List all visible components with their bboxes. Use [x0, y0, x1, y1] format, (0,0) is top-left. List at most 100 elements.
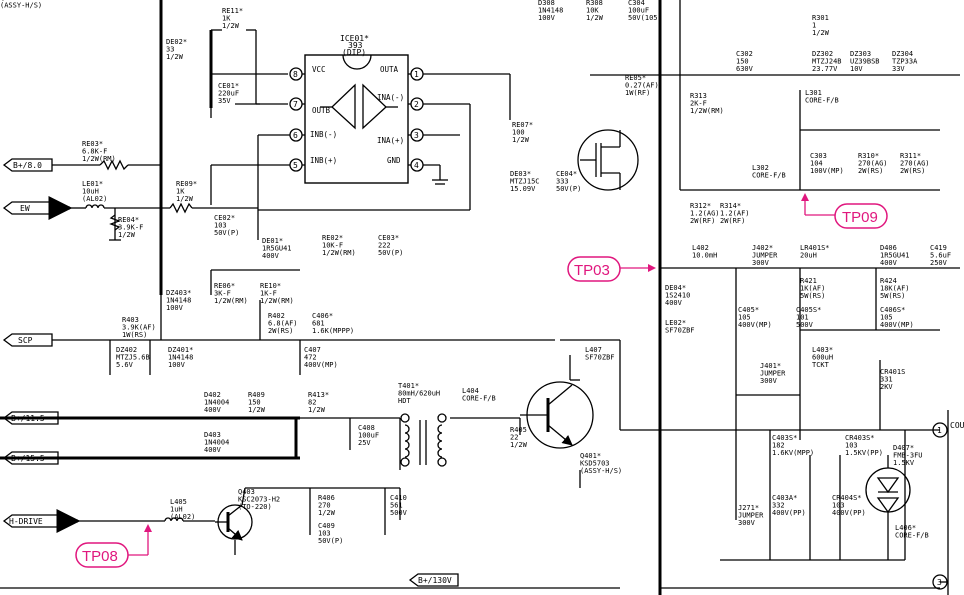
part-label-dz401: 1N4148: [168, 354, 193, 362]
part-label-d407: FMB-3FU: [893, 452, 923, 460]
part-label-dz302: 23.77V: [812, 65, 838, 73]
part-label-c405s: 500V: [796, 321, 814, 329]
part-label-r421: 1K(AF): [800, 285, 825, 293]
ic-ice01: ICE01* 393 (DIP) VCC OUTA OUTB INA(-) IN…: [289, 34, 424, 184]
ic-pin-ina-m: INA(-): [377, 93, 404, 102]
connectors: 1 COU 3: [932, 421, 964, 590]
part-label-c407: C407: [304, 346, 321, 354]
part-label-cr403s: CR403S*: [845, 434, 875, 442]
part-label-r406: 1/2W: [318, 509, 336, 517]
part-label-re02: 10K-F: [322, 242, 343, 250]
part-label-c303: C303: [810, 152, 827, 160]
signal-b115: B+/11.5: [11, 414, 45, 423]
part-label-r403: 3.9K(AF): [122, 324, 156, 332]
part-label-re05: 1W(RF): [625, 89, 650, 97]
part-label-r424: 18K(AF): [880, 285, 910, 293]
part-label-c406: 1.6K(MPPP): [312, 327, 354, 335]
part-label-c303: 100V(MP): [810, 167, 844, 175]
part-label-cr403s: 103: [845, 442, 858, 450]
part-label-re05: 0.27(AF): [625, 82, 659, 90]
part-label-l406: CORE-F/B: [895, 532, 929, 540]
part-label-r402: R402: [268, 312, 285, 320]
conn-1: 1: [937, 426, 942, 435]
ic-pkg: (DIP): [342, 48, 366, 57]
part-label-c403s: C403S*: [772, 434, 797, 442]
part-label-re10: 1/2W(RM): [260, 297, 294, 305]
part-label-le01: (AL02): [82, 195, 107, 203]
part-label-t401: T401*: [398, 382, 419, 390]
part-label-ce04: CE04*: [556, 170, 577, 178]
part-label-r406: 270: [318, 502, 331, 510]
part-label-l301: CORE-F/B: [805, 97, 839, 105]
part-label-r413: 82: [308, 399, 316, 407]
part-label-j402: JUMPER: [752, 252, 778, 260]
part-label-ce02: CE02*: [214, 214, 235, 222]
part-label-r312: 1.2(AG): [690, 210, 720, 218]
bjt-q403: [215, 487, 253, 541]
part-label-r409: 150: [248, 399, 261, 407]
ic-pin-outa: OUTA: [380, 65, 399, 74]
conn-cou: COU: [950, 421, 964, 430]
part-label-d406: 1R5GU41: [880, 252, 910, 260]
part-label-r409: R409: [248, 391, 265, 399]
part-label-l402: 10.0mH: [692, 252, 717, 260]
part-label-l407: SF70ZBF: [585, 354, 615, 362]
part-label-l404: L404: [462, 387, 479, 395]
part-label-dz401: 100V: [168, 361, 186, 369]
part-label-re03: 1/2W(RM): [82, 155, 116, 163]
part-label-r314: 1.2(AF): [720, 210, 750, 218]
part-label-ce03: CE03*: [378, 234, 399, 242]
part-label-r301: 1: [812, 22, 816, 30]
part-label-dz403: 100V: [166, 304, 184, 312]
part-label-d407: 1.5KV: [893, 459, 915, 467]
part-label-r311: 270(AG): [900, 160, 930, 168]
part-label-c419: 250V: [930, 259, 948, 267]
part-label-dz302: MTZJ24B: [812, 58, 842, 66]
part-label-dz304: 33V: [892, 65, 905, 73]
part-label-r424: R424: [880, 277, 897, 285]
test-point-tp03: TP03: [567, 256, 656, 282]
part-label-de02: 33: [166, 46, 174, 54]
part-label-r402: 2W(RS): [268, 327, 293, 335]
part-label-r313: 2K-F: [690, 100, 707, 108]
left-inputs: B+/8.0 EW SCP B+/11.5 B+/15.5 H-DRIVE: [2, 158, 555, 587]
part-label-l402: L402: [692, 244, 709, 252]
part-label-re09: 1/2W: [176, 195, 194, 203]
part-label-q403: KSC2073-H2: [238, 496, 280, 504]
conn-3: 3: [937, 578, 942, 587]
part-label-c405: C405*: [738, 306, 759, 314]
part-label-re10: 1K-F: [260, 290, 277, 298]
part-label-r403: R403: [122, 316, 139, 324]
part-label-j271: J271*: [738, 504, 759, 512]
part-label-j271: 300V: [738, 519, 756, 527]
tp09-label: TP09: [842, 209, 878, 226]
part-label-de03: 15.09V: [510, 185, 536, 193]
part-label-dz402: 5.6V: [116, 361, 134, 369]
part-label-ce03: 222: [378, 242, 391, 250]
svg-text:5: 5: [293, 161, 298, 170]
part-label-c406: 681: [312, 320, 325, 328]
part-label-de01: 1R5GU41: [262, 245, 292, 253]
part-label-ce03: 50V(P): [378, 249, 403, 257]
part-label-cr401: 331: [880, 376, 893, 384]
part-label-c410: C410: [390, 494, 407, 502]
part-label-c303: 104: [810, 160, 823, 168]
part-label-cr401: CR401S: [880, 368, 905, 376]
part-label-c407: 400V(MP): [304, 361, 338, 369]
part-label-c403a: C403A*: [772, 494, 797, 502]
part-label-c410: 500V: [390, 509, 408, 517]
ic-pin-outb: OUTB: [312, 106, 331, 115]
part-label-r402: 6.8(AF): [268, 320, 298, 328]
part-label-d406: 400V: [880, 259, 898, 267]
part-label-re03: RE03*: [82, 140, 103, 148]
part-label-dz303: 10V: [850, 65, 863, 73]
part-label-ce01: 220uF: [218, 90, 239, 98]
part-label-c408: 100uF: [358, 432, 379, 440]
part-label-l403: L403*: [812, 346, 833, 354]
part-label-r311: 2W(RS): [900, 167, 925, 175]
part-label-c405s: 101: [796, 314, 809, 322]
ic-ref: ICE01*: [340, 34, 369, 43]
part-label-r406: R406: [318, 494, 335, 502]
svg-text:3: 3: [414, 131, 419, 140]
part-label-c409: 50V(P): [318, 537, 343, 545]
